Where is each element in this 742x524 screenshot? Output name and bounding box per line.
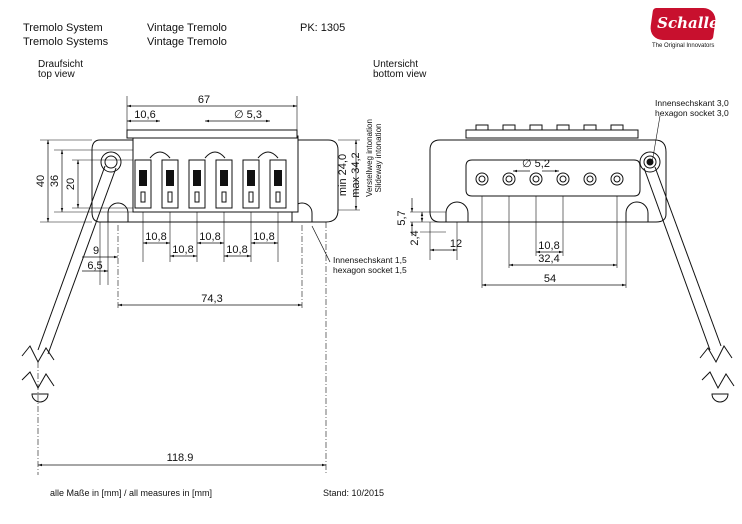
top-screw-slot-left [107,202,129,222]
bottom-view-label-de: Untersicht [373,59,419,70]
dim-74-3: 74,3 [201,293,222,305]
dim-9: 9 [93,245,99,257]
dim-54: 54 [544,273,556,285]
hex-socket-label-de-top: Innensechskant 1,5 [333,255,407,265]
dim-pitch-2: 10,8 [172,244,193,256]
dim-5-7: 5,7 [396,210,408,225]
spring-holes [475,172,624,186]
dim-intonation-min: min 24,0 [337,154,349,196]
dim-6-5: 6,5 [87,260,102,272]
footer-date: Stand: 10/2015 [323,488,385,498]
saddle-tops [126,129,298,159]
hex-socket-label-en-top: hexagon socket 1,5 [333,265,407,275]
dim-36: 36 [49,175,61,187]
dim-12: 12 [450,238,462,250]
hex-socket-label-de-bottom: Innensechskant 3,0 [655,98,729,108]
top-tremolo-arm [21,165,117,403]
dim-pitch-5: 10,8 [253,231,274,243]
inertia-block [465,159,641,197]
top-view-label-de: Draufsicht [38,59,84,70]
bottom-view-label-en: bottom view [373,69,427,80]
bottom-screw-slot-right [625,201,649,222]
saddles [134,159,287,209]
top-arm-socket [100,151,122,173]
intonation-label-en: Slideway intonation [374,124,383,193]
dim-hole-5-2: ∅ 5,2 [522,158,550,170]
title-en: Tremolo Systems [23,36,109,48]
hex-socket-label-en-bottom: hexagon socket 3,0 [655,108,729,118]
top-view-drawing [21,96,360,475]
dim-118-9: 118.9 [167,452,194,464]
title-de: Tremolo System [23,22,103,34]
dim-2-4: 2,4 [409,230,421,245]
intonation-label-de: Verstellweg intonation [365,119,374,197]
dim-40: 40 [35,175,47,187]
bottom-arm-socket [639,151,661,173]
dim-67: 67 [198,94,210,106]
dim-20: 20 [65,178,77,190]
dim-pitch-3: 10,8 [199,231,220,243]
bottom-view-drawing [410,115,735,403]
dim-32-4: 32,4 [538,253,559,265]
footer-measures: alle Maße in [mm] / all measures in [mm] [50,488,213,498]
dim-pitch-1: 10,8 [145,231,166,243]
top-view-label-en: top view [38,69,75,80]
model-en: Vintage Tremolo [147,36,227,48]
dim-pitch-bottom: 10,8 [538,240,559,252]
dim-10-6: 10,6 [134,109,155,121]
dim-hole-5-3: ∅ 5,3 [234,109,262,121]
part-number: PK: 1305 [300,22,346,34]
bottom-tremolo-arm [643,166,735,403]
bottom-saddle-tops [465,124,639,139]
dim-pitch-4: 10,8 [226,244,247,256]
model-de: Vintage Tremolo [147,22,227,34]
brand-tagline: The Original Innovators [652,43,715,49]
bottom-screw-slot-left [445,201,469,222]
dim-intonation-max: max 34,2 [350,152,362,197]
